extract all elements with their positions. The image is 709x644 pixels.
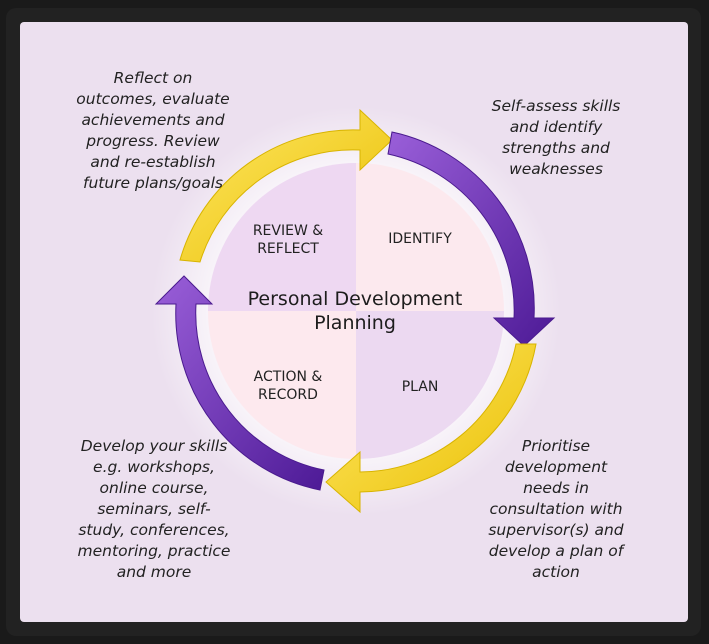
label-plan: PLAN (401, 379, 439, 395)
quadrant-action (208, 311, 356, 459)
arrow-review-to-identify (179, 108, 393, 263)
label-identify: IDENTIFY (388, 231, 452, 247)
arrow-plan-to-action (325, 343, 537, 514)
note-plan: Prioritise development needs in consulta… (488, 437, 624, 581)
note-action: Develop your skills e.g. workshops, onli… (77, 437, 231, 581)
quadrant-plan (356, 311, 504, 459)
note-review: Reflect on outcomes, evaluate achievemen… (76, 69, 230, 192)
quadrant-review (208, 163, 356, 311)
center-title: Personal Development Planning (247, 288, 463, 334)
label-action-record: ACTION & RECORD (253, 369, 323, 403)
quadrant-identify (356, 163, 504, 311)
label-review-reflect: REVIEW & REFLECT (252, 223, 324, 257)
note-identify: Self-assess skills and identify strength… (491, 97, 621, 178)
arrow-action-to-review (154, 275, 325, 491)
